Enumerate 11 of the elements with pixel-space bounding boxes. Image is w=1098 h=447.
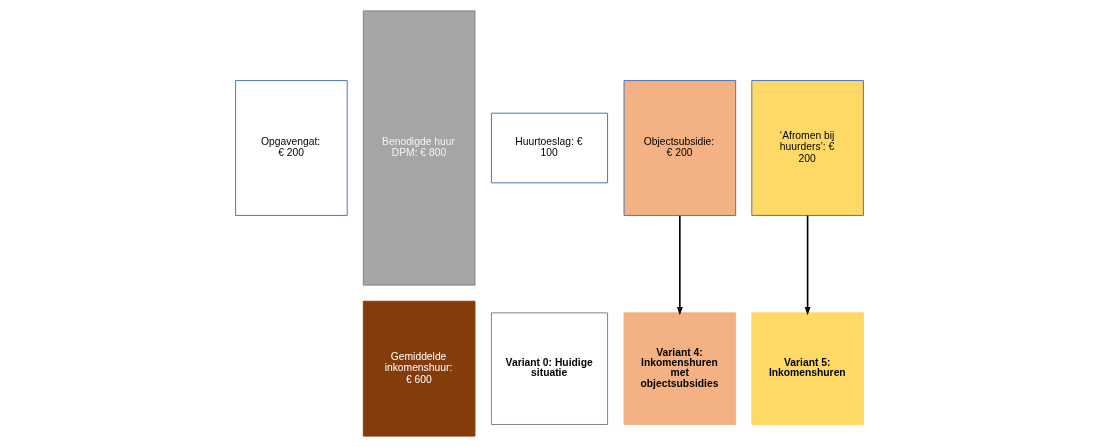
node-box: Huurtoeslag: € 100 [490, 112, 608, 184]
arrow [676, 214, 683, 316]
node-box: Opgavengat: € 200 [234, 80, 348, 216]
node-box: Objectsubsidie: € 200 [623, 80, 736, 216]
node-box: Variant 4: Inkomenshuren met objectsubsidies [623, 312, 736, 425]
node-box: Variant 0: Huidige situatie [490, 312, 608, 425]
node-box: Benodigde huur DPM: € 800 [362, 10, 475, 286]
node-box: Variant 5: Inkomenshuren [750, 312, 864, 425]
arrow [804, 214, 811, 316]
node-box: ‘Afromen bij huurders’: € 200 [750, 80, 864, 216]
node-box: Gemiddelde inkomenshuur: € 600 [362, 300, 475, 437]
